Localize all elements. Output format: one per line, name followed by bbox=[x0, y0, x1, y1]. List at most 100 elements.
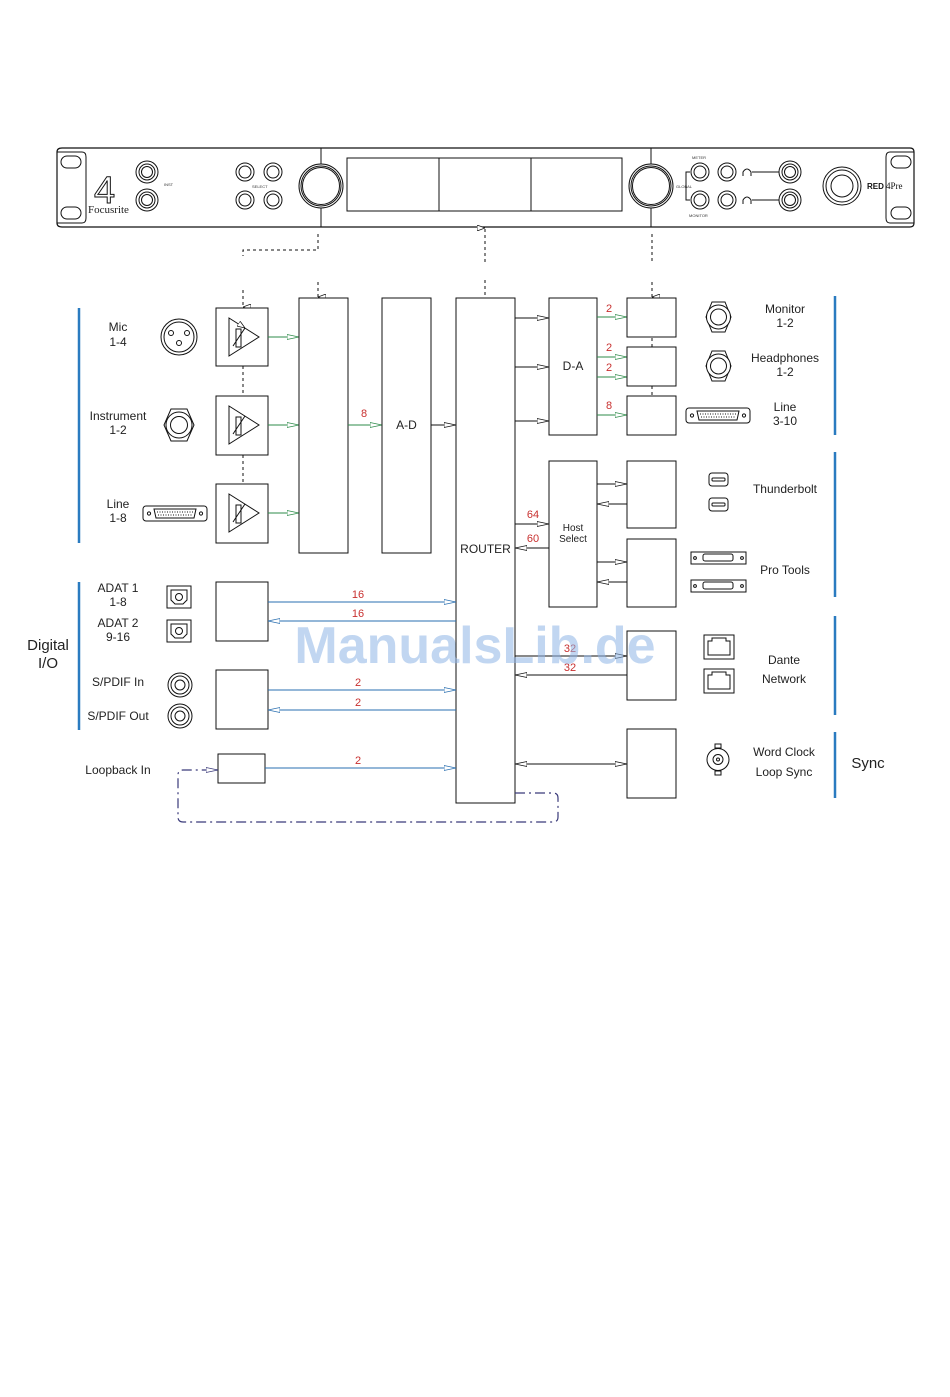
left-knob bbox=[298, 163, 344, 209]
headphone-jack-icon bbox=[705, 350, 732, 382]
count-spdif-in: 2 bbox=[355, 677, 361, 689]
line-in-label: Line bbox=[107, 497, 130, 511]
loopback-label: Loopback In bbox=[85, 763, 150, 777]
word-clock-label: Word Clock bbox=[753, 745, 816, 759]
line-in-range: 1-8 bbox=[109, 511, 127, 525]
loopback-block bbox=[217, 753, 266, 784]
thunderbolt-block bbox=[626, 460, 677, 529]
dante-label-1: Dante bbox=[768, 653, 800, 667]
instrument-jacks: INST bbox=[135, 160, 174, 212]
monitor-label: MONITOR bbox=[689, 213, 708, 218]
count-dante-out: 32 bbox=[564, 643, 576, 655]
model-red: RED bbox=[867, 182, 884, 191]
dante-block bbox=[626, 630, 677, 701]
headphone-output-block bbox=[626, 346, 677, 387]
instrument-range: 1-2 bbox=[109, 423, 127, 437]
loop-sync-label: Loop Sync bbox=[756, 765, 813, 779]
instrument-label: Instrument bbox=[90, 409, 147, 423]
ad-label: A-D bbox=[396, 418, 417, 432]
headphone-icon bbox=[742, 196, 752, 204]
router bbox=[455, 297, 516, 804]
sync-section-label: Sync bbox=[851, 755, 885, 772]
headphones-label: Headphones bbox=[751, 351, 819, 365]
count-spdif-out: 2 bbox=[355, 697, 361, 709]
right-knob bbox=[628, 163, 674, 209]
mic-label: Mic bbox=[109, 320, 128, 334]
dsub-output-icon bbox=[685, 407, 751, 424]
headphone-icon bbox=[742, 168, 752, 176]
thunderbolt-port-icon bbox=[708, 472, 729, 512]
digital-io-label-2: I/O bbox=[38, 655, 58, 672]
bnc-port-icon bbox=[706, 743, 730, 776]
count-da-headphones-a: 2 bbox=[606, 342, 612, 354]
xlr-connector-icon bbox=[160, 318, 198, 356]
monitor-output-block bbox=[626, 297, 677, 338]
adat1-label: ADAT 1 bbox=[98, 581, 139, 595]
watermark: ManualsLib.de bbox=[294, 617, 655, 675]
preamp-instrument bbox=[215, 395, 269, 456]
spdif-out-label: S/PDIF Out bbox=[87, 709, 149, 723]
headphone-outputs bbox=[742, 160, 802, 212]
headphones-range: 1-2 bbox=[776, 365, 794, 379]
count-host-router: 60 bbox=[527, 533, 539, 545]
rack-ear-left bbox=[57, 151, 87, 224]
router-label: ROUTER bbox=[460, 542, 511, 556]
volume-knob bbox=[822, 166, 862, 206]
optical-port-icon bbox=[166, 585, 192, 643]
count-loopback: 2 bbox=[355, 755, 361, 767]
preamp-mic bbox=[215, 307, 269, 367]
brand-name: Focusrite bbox=[88, 204, 129, 216]
preamp-line bbox=[215, 483, 269, 544]
dsub-connector-icon bbox=[142, 505, 208, 522]
thunderbolt-label: Thunderbolt bbox=[753, 482, 818, 496]
host-select-label-1: Host bbox=[563, 523, 584, 534]
model-name: 4Pre bbox=[886, 181, 903, 191]
da-label: D-A bbox=[563, 359, 584, 373]
display bbox=[346, 157, 623, 212]
protools-label: Pro Tools bbox=[760, 563, 810, 577]
sync-block bbox=[626, 728, 677, 799]
count-preamp-ad: 8 bbox=[361, 408, 367, 420]
protools-block bbox=[626, 538, 677, 608]
adat2-range: 9-16 bbox=[106, 630, 130, 644]
jack-connector-icon bbox=[163, 408, 195, 442]
da-converter bbox=[548, 297, 598, 436]
select-buttons: SELECT bbox=[235, 162, 283, 210]
monitor-out-range: 1-2 bbox=[776, 316, 794, 330]
host-select-block bbox=[548, 460, 598, 608]
ad-converter bbox=[381, 297, 432, 554]
digital-io-label-1: Digital bbox=[27, 637, 69, 654]
global-label: GLOBAL bbox=[676, 184, 693, 189]
adat-block bbox=[215, 581, 269, 642]
adat1-range: 1-8 bbox=[109, 595, 127, 609]
count-router-host: 64 bbox=[527, 509, 539, 521]
logo-numeral: 4 bbox=[94, 170, 115, 212]
control-lines bbox=[242, 228, 652, 484]
rack-ear-right bbox=[885, 151, 914, 224]
count-adat-in: 16 bbox=[352, 589, 364, 601]
spdif-block bbox=[215, 669, 269, 730]
count-da-line: 8 bbox=[606, 400, 612, 412]
count-da-headphones-b: 2 bbox=[606, 362, 612, 374]
count-da-monitor: 2 bbox=[606, 303, 612, 315]
meter-label: METER bbox=[692, 155, 706, 160]
mic-range: 1-4 bbox=[109, 335, 127, 349]
line-out-label: Line bbox=[774, 400, 797, 414]
line-out-range: 3-10 bbox=[773, 414, 797, 428]
spdif-in-label: S/PDIF In bbox=[92, 675, 144, 689]
rca-port-icon bbox=[167, 672, 193, 729]
inst-label: INST bbox=[164, 182, 174, 187]
line-output-block bbox=[626, 395, 677, 436]
count-dante-in: 32 bbox=[564, 662, 576, 674]
count-adat-out: 16 bbox=[352, 608, 364, 620]
ethernet-port-icon bbox=[703, 634, 735, 694]
adat2-label: ADAT 2 bbox=[98, 616, 139, 630]
loopback-path bbox=[177, 770, 559, 823]
host-select-label-2: Select bbox=[559, 534, 587, 545]
monitor-out-label: Monitor bbox=[765, 302, 805, 316]
protools-port-icon bbox=[690, 551, 747, 593]
meter-monitor-buttons: METER GLOBAL MONITOR bbox=[676, 155, 737, 218]
monitor-jack-icon bbox=[705, 301, 732, 333]
select-label: SELECT bbox=[252, 184, 268, 189]
